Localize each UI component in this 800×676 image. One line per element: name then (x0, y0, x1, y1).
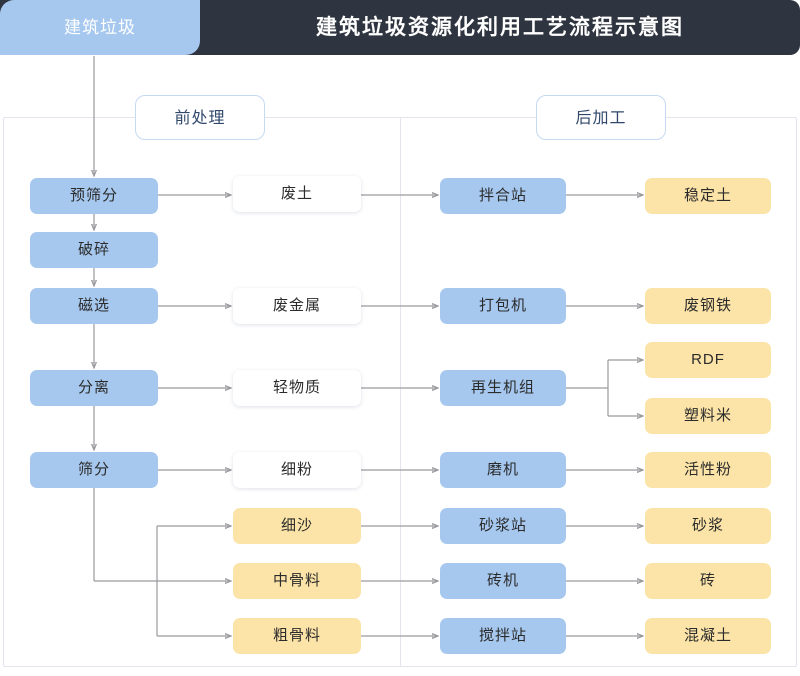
node-rdf[interactable]: RDF (645, 342, 771, 378)
node-stabilized-soil[interactable]: 稳定土 (645, 178, 771, 214)
page-title: 建筑垃圾资源化利用工艺流程示意图 (316, 16, 684, 39)
node-scrap-steel[interactable]: 废钢铁 (645, 288, 771, 324)
node-baler[interactable]: 打包机 (440, 288, 566, 324)
panel-vertical-divider (400, 117, 401, 667)
node-mixing-station[interactable]: 拌合站 (440, 178, 566, 214)
node-screening[interactable]: 筛分 (30, 452, 158, 488)
node-fine-sand[interactable]: 细沙 (233, 508, 361, 544)
node-waste-soil[interactable]: 废土 (233, 176, 361, 212)
node-mortar[interactable]: 砂浆 (645, 508, 771, 544)
node-crushing[interactable]: 破碎 (30, 232, 158, 268)
node-scrap-metal[interactable]: 废金属 (233, 288, 361, 324)
node-separation[interactable]: 分离 (30, 370, 158, 406)
node-active-powder[interactable]: 活性粉 (645, 452, 771, 488)
node-plastic-pellet[interactable]: 塑料米 (645, 398, 771, 434)
node-concrete[interactable]: 混凝土 (645, 618, 771, 654)
node-fine-powder[interactable]: 细粉 (233, 452, 361, 488)
node-medium-aggregate[interactable]: 中骨料 (233, 563, 361, 599)
stage-label-post-processing[interactable]: 后加工 (536, 95, 666, 140)
node-recycling-unit[interactable]: 再生机组 (440, 370, 566, 406)
node-mortar-station[interactable]: 砂浆站 (440, 508, 566, 544)
node-coarse-aggregate[interactable]: 粗骨料 (233, 618, 361, 654)
node-prescreen[interactable]: 预筛分 (30, 178, 158, 214)
node-light-material[interactable]: 轻物质 (233, 370, 361, 406)
node-batching-plant[interactable]: 搅拌站 (440, 618, 566, 654)
stage-label-pre-treatment[interactable]: 前处理 (135, 95, 265, 140)
node-mill[interactable]: 磨机 (440, 452, 566, 488)
node-brick[interactable]: 砖 (645, 563, 771, 599)
node-magnetic-separation[interactable]: 磁选 (30, 288, 158, 324)
header-tab-input-material[interactable]: 建筑垃圾 (0, 0, 200, 55)
node-brick-machine[interactable]: 砖机 (440, 563, 566, 599)
